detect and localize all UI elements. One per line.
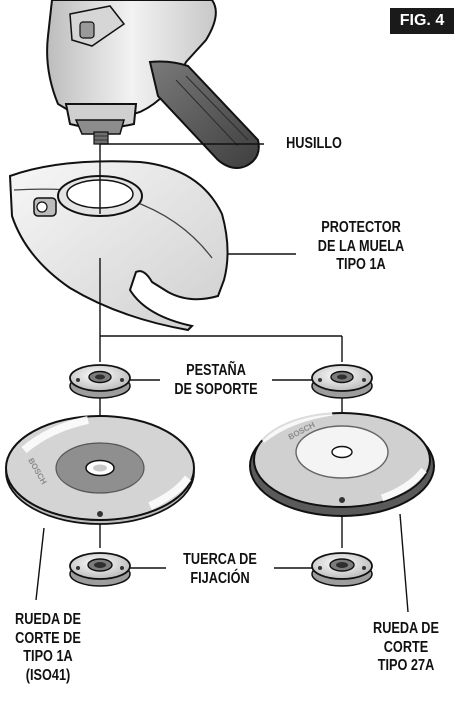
cutting-wheel-type-1a: BOSCH xyxy=(5,415,195,525)
grinder-handle-grip-lines xyxy=(175,75,249,147)
grinder-spindle-thread xyxy=(93,131,109,145)
lock-nut-left xyxy=(69,552,131,587)
label-backing-flange: PESTAÑA DE SOPORTE xyxy=(174,362,258,398)
grinder-lock-button xyxy=(79,21,95,39)
label-wheel-type-1a: RUEDA DE CORTE DE TIPO 1A (ISO41) xyxy=(15,611,81,684)
grinder-side-handle xyxy=(148,60,260,169)
grinder-tool xyxy=(46,0,260,169)
label-wheel-type-27a: RUEDA DE CORTE TIPO 27A xyxy=(373,620,439,674)
lock-nut-right xyxy=(311,552,373,587)
grinder-spindle-collar xyxy=(74,119,125,135)
label-spindle: HUSILLO xyxy=(286,135,342,152)
backing-flange-left xyxy=(69,364,131,399)
wheel-guard xyxy=(8,160,229,332)
backing-flange-right xyxy=(311,364,373,399)
figure-number-badge: FIG. 4 xyxy=(390,8,454,34)
leader-lines xyxy=(35,143,409,613)
label-wheel-guard: PROTECTOR DE LA MUELA TIPO 1A xyxy=(317,219,405,273)
cutting-wheel-type-27a: BOSCH xyxy=(249,408,435,517)
label-lock-nut: TUERCA DE FIJACIÓN xyxy=(183,551,257,587)
